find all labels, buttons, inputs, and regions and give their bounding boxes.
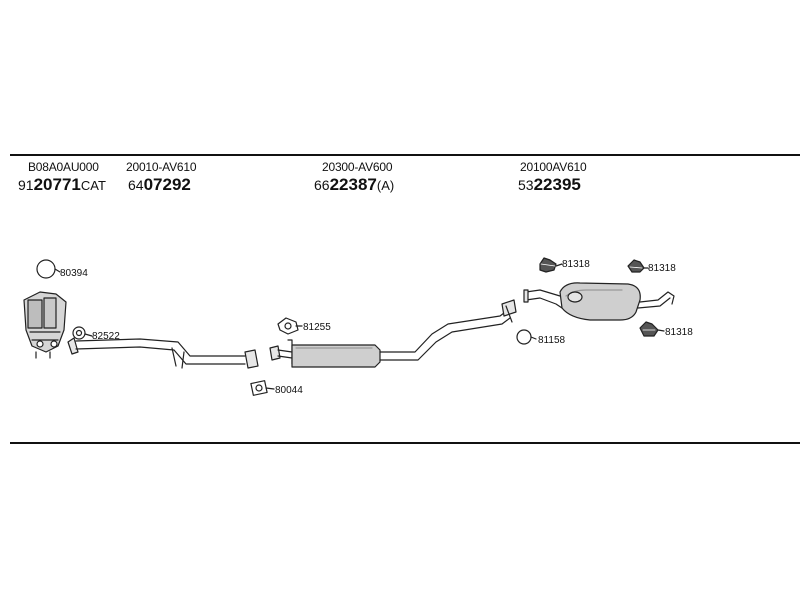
ring-81158: [516, 329, 532, 345]
catalytic-converter: [23, 291, 67, 359]
hanger-81318-a: [539, 257, 557, 273]
callout-82522: 82522: [92, 331, 120, 342]
oe-number-3: 20300-AV600: [322, 160, 393, 174]
callout-81318-c: 81318: [665, 327, 693, 338]
leader-81318-c: [657, 329, 665, 332]
hanger-81318-b: [627, 259, 645, 273]
callout-81318-b: 81318: [648, 263, 676, 274]
oe-number-1: B08A0AU000: [28, 160, 99, 174]
part-number-1: 9120771CAT: [18, 175, 106, 194]
part-number-2: 6407292: [128, 175, 191, 194]
hanger-81318-c: [639, 321, 659, 337]
leader-81318-a: [555, 263, 563, 267]
callout-81255: 81255: [303, 322, 331, 333]
top-rule: [10, 154, 800, 156]
gasket-80044: [250, 380, 268, 396]
leader-81158: [530, 336, 537, 340]
rear-muffler: [523, 282, 675, 321]
front-pipe: [67, 337, 259, 369]
bottom-rule: [10, 442, 800, 444]
oe-number-2: 20010-AV610: [126, 160, 197, 174]
gasket-81255: [277, 317, 299, 335]
center-muffler: [269, 299, 517, 368]
oe-number-4: 20100AV610: [520, 160, 587, 174]
seal-ring-80394: [36, 259, 56, 279]
part-number-3: 6622387(A): [314, 175, 395, 194]
callout-81318-a: 81318: [562, 259, 590, 270]
gasket-82522: [72, 326, 93, 340]
leader-80394: [54, 268, 61, 273]
leader-80044: [265, 387, 275, 390]
callout-80044: 80044: [275, 385, 303, 396]
callout-81158: 81158: [538, 335, 566, 346]
callout-80394: 80394: [60, 268, 88, 279]
part-number-4: 5322395: [518, 175, 581, 194]
